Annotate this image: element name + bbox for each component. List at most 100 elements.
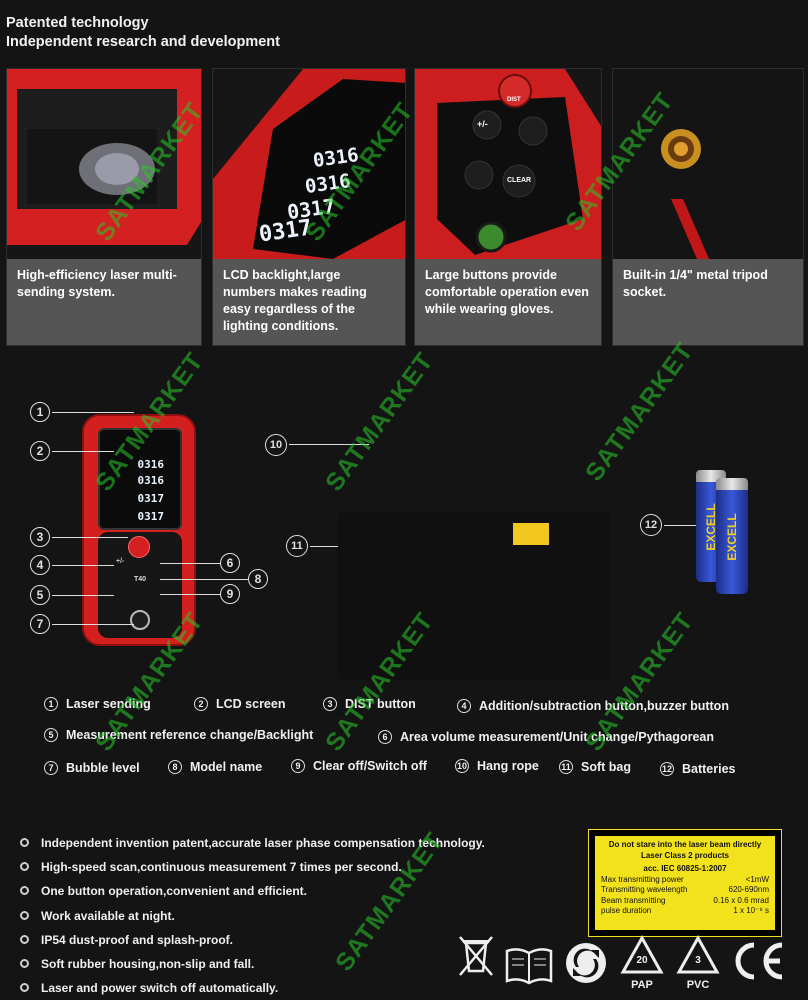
pvc-label: PVC (686, 979, 710, 991)
bullet-icon (20, 886, 29, 896)
pap-number: 20 (636, 955, 648, 966)
device-lcd-reading-3: 0317 (137, 492, 165, 505)
tripod-photo (613, 69, 803, 259)
callout-2: 2 (30, 441, 50, 461)
header: Patented technology Independent research… (6, 14, 280, 52)
callout-3: 3 (30, 527, 50, 547)
panel-caption: Built-in 1/4" metal tripod socket. (613, 259, 803, 345)
legend-number: 2 (194, 697, 208, 711)
feature-text: Independent invention patent,accurate la… (41, 836, 485, 850)
legend-item-8: 8 Model name (168, 760, 262, 774)
callout-7: 7 (30, 614, 50, 634)
callout-5: 5 (30, 585, 50, 605)
bullet-icon (20, 862, 29, 872)
callout-4: 4 (30, 555, 50, 575)
warning-key: Max transmitting power (601, 874, 684, 884)
pvc-number: 3 (695, 955, 701, 966)
legend-number: 8 (168, 760, 182, 774)
callout-2-leader (52, 451, 114, 452)
callout-1: 1 (30, 402, 50, 422)
legend-text: Soft bag (581, 760, 631, 774)
battery-2-cap (716, 478, 748, 490)
legend-text: Addition/subtraction button,buzzer butto… (479, 699, 729, 713)
callout-6: 6 (220, 553, 240, 573)
warning-key: Beam transmitting (601, 895, 666, 905)
feature-panel-buttons: DIST +/- CLEAR Large buttons provide com… (414, 68, 602, 346)
legend-number: 9 (291, 759, 305, 773)
device-lcd-screen: 0316 0316 0317 0317 (98, 428, 182, 530)
feature-text: Laser and power switch off automatically… (41, 981, 279, 996)
legend-number: 11 (559, 760, 573, 774)
bullet-icon (20, 910, 29, 920)
feature-item: High-speed scan,continuous measurement 7… (20, 860, 485, 884)
warning-standard: acc. IEC 60825-1:2007 (643, 864, 727, 873)
feature-item: Soft rubber housing,non-slip and fall. (20, 957, 485, 981)
battery-2-brand: EXCELL (725, 513, 739, 561)
watermark: SATMARKET (580, 337, 700, 487)
legend-text: Hang rope (477, 759, 539, 773)
panel-caption: LCD backlight,large numbers makes readin… (213, 259, 405, 345)
warning-value: 620-690nm (728, 885, 769, 894)
callout-3-leader (52, 537, 128, 538)
feature-text: Work available at night. (41, 908, 175, 923)
legend-number: 3 (323, 697, 337, 711)
pvc-recycle-icon: 3 PVC (676, 934, 720, 991)
callout-12-leader (664, 525, 698, 526)
callout-4-leader (52, 565, 114, 566)
warning-row: Transmitting wavelength 620-690nm (601, 885, 769, 896)
battery-2: EXCELL (716, 478, 748, 594)
panel-caption: Large buttons provide comfortable operat… (415, 259, 601, 345)
panel-caption: High-efficiency laser multi-sending syst… (7, 259, 201, 345)
plusminus-label-small: +/- (116, 558, 125, 565)
callout-9: 9 (220, 584, 240, 604)
warning-key: pulse duration (601, 906, 652, 915)
callout-5-leader (52, 595, 114, 596)
dist-button (128, 536, 150, 558)
bubble-level (130, 610, 150, 630)
feature-panel-lcd: 0316 0316 0317 0317 LCD backlight,large … (212, 68, 406, 346)
callout-1-leader (52, 412, 134, 413)
weee-bin-icon (456, 935, 496, 982)
callout-11-leader (310, 546, 338, 547)
warning-value: <1mW (745, 874, 769, 884)
watermark: SATMARKET (320, 347, 440, 497)
legend-text: Area volume measurement/Unit change/Pyth… (400, 730, 714, 744)
feature-text: Soft rubber housing,non-slip and fall. (41, 956, 255, 971)
legend-text: Measurement reference change/Backlight (66, 728, 314, 742)
legend-item-11: 11 Soft bag (559, 760, 631, 774)
feature-text: IP54 dust-proof and splash-proof. (41, 932, 234, 947)
certification-icons: 20 PAP 3 PVC (452, 934, 792, 995)
warning-line-2: Laser Class 2 products (640, 850, 730, 860)
manual-book-icon (504, 945, 554, 990)
legend-number: 1 (44, 697, 58, 711)
callout-12: 12 (640, 514, 662, 536)
device-lcd-reading-2: 0316 (137, 474, 165, 487)
device-lcd-reading-1: 0316 (137, 458, 165, 471)
feature-list: Independent invention patent,accurate la… (20, 836, 485, 1000)
header-line-1: Patented technology (6, 15, 149, 31)
bullet-icon (20, 983, 29, 993)
pap-label: PAP (631, 979, 653, 991)
recycle-icon (564, 941, 608, 990)
soft-bag-tag (513, 523, 549, 545)
feature-item: One button operation,convenient and effi… (20, 884, 485, 908)
bullet-icon (20, 958, 29, 968)
legend-text: Model name (190, 760, 263, 774)
legend-number: 7 (44, 761, 58, 775)
lcd-photo: 0316 0316 0317 0317 (213, 69, 405, 259)
feature-item: IP54 dust-proof and splash-proof. (20, 933, 485, 957)
feature-item: Independent invention patent,accurate la… (20, 836, 485, 860)
warning-key: Transmitting wavelength (601, 885, 688, 894)
bullet-icon (20, 838, 29, 847)
feature-panel-laser: High-efficiency laser multi-sending syst… (6, 68, 202, 346)
bullet-icon (20, 934, 29, 944)
warning-line-1: Do not stare into the laser beam directl… (608, 840, 762, 849)
soft-bag (338, 512, 610, 680)
callout-8: 8 (248, 569, 268, 589)
